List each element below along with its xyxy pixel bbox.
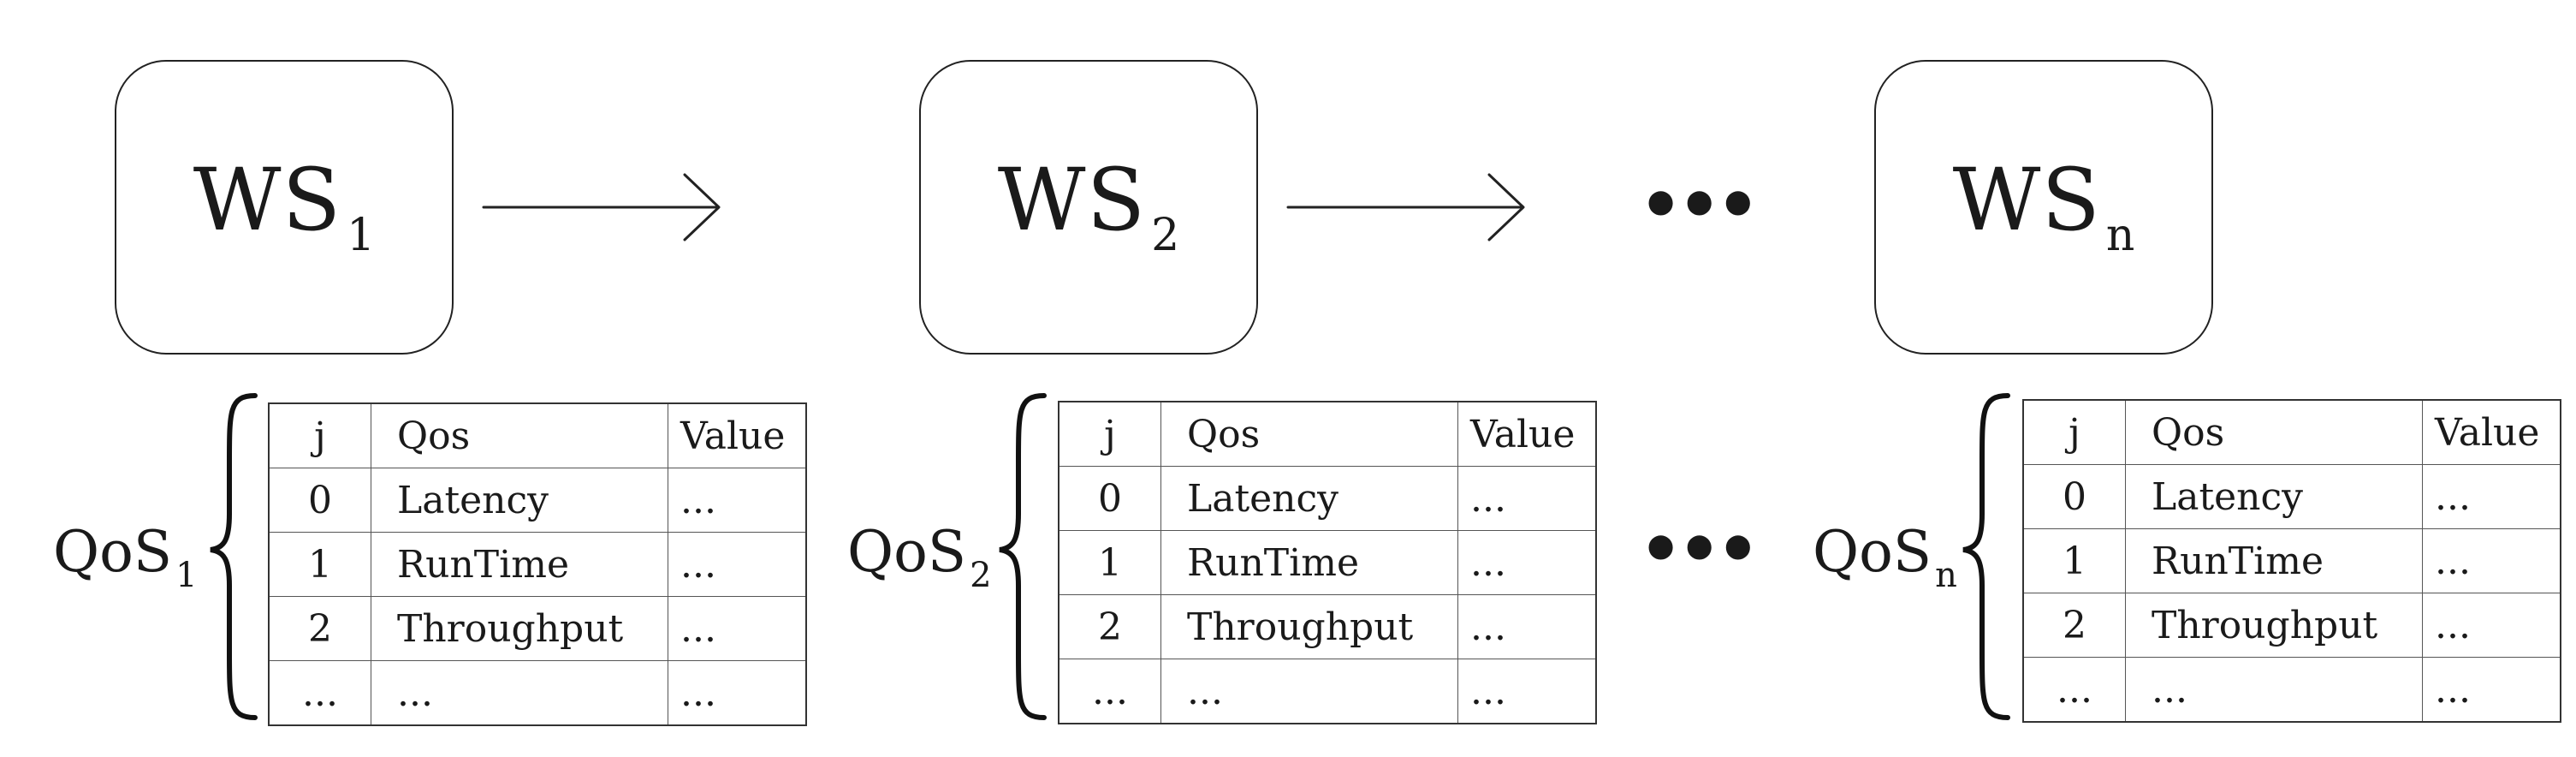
table-row: 1 RunTime ... (1058, 530, 1597, 595)
table-row: ... ... ... (2022, 657, 2561, 723)
cell-qos: ... (1160, 659, 1458, 724)
cell-qos: Latency (2125, 464, 2423, 529)
cell-qos: Throughput (1160, 594, 1458, 659)
cell-value: ... (668, 468, 807, 533)
cell-j: 1 (268, 532, 371, 597)
cell-value: ... (2422, 528, 2561, 593)
table-row: 0 Latency ... (268, 468, 807, 533)
header-j: j (2022, 399, 2126, 465)
table-header-row: j Qos Value (268, 402, 807, 468)
cell-qos: RunTime (371, 532, 668, 597)
cell-j: ... (2022, 657, 2126, 723)
cell-j: 0 (268, 468, 371, 533)
ws-n-name: WS (1952, 149, 2101, 250)
cell-value: ... (668, 660, 807, 726)
cell-j: 1 (2022, 528, 2126, 593)
brace-qos-n (1962, 393, 2010, 720)
arrow-ws2-ellipsis (1286, 173, 1525, 241)
cell-value: ... (1457, 466, 1597, 531)
cell-j: 2 (268, 596, 371, 661)
qos-n-table: j Qos Value 0 Latency ... 1 RunTime ... … (2022, 399, 2561, 723)
cell-qos: RunTime (1160, 530, 1458, 595)
cell-j: 2 (2022, 593, 2126, 658)
table-row: 0 Latency ... (2022, 464, 2561, 529)
qos-n-name: QoS (1813, 519, 1932, 585)
cell-value: ... (1457, 659, 1597, 724)
ellipsis-bottom: ••• (1639, 510, 1760, 589)
table-header-row: j Qos Value (2022, 399, 2561, 465)
qos-1-name: QoS (53, 519, 173, 585)
cell-j: 0 (2022, 464, 2126, 529)
qos-n-subscript: n (1935, 556, 1957, 595)
table-row: 0 Latency ... (1058, 466, 1597, 531)
header-value: Value (1457, 401, 1597, 467)
cell-value: ... (1457, 530, 1597, 595)
qos-2-table: j Qos Value 0 Latency ... 1 RunTime ... … (1058, 401, 1597, 724)
ellipsis-top: ••• (1639, 165, 1760, 245)
ws-n-subscript: n (2105, 209, 2135, 261)
cell-j: 2 (1058, 594, 1161, 659)
header-j: j (1058, 401, 1161, 467)
table-row: 1 RunTime ... (268, 532, 807, 597)
cell-value: ... (2422, 464, 2561, 529)
cell-qos: RunTime (2125, 528, 2423, 593)
header-qos: Qos (1160, 401, 1458, 467)
ws-2-subscript: 2 (1151, 209, 1180, 261)
cell-j: 1 (1058, 530, 1161, 595)
header-qos: Qos (371, 402, 668, 468)
cell-qos: ... (371, 660, 668, 726)
header-j: j (268, 402, 371, 468)
arrow-ws1-ws2 (482, 173, 721, 241)
table-row: 2 Throughput ... (2022, 593, 2561, 658)
cell-qos: Throughput (2125, 593, 2423, 658)
qos-1-subscript: 1 (175, 556, 198, 595)
ws-2-name: WS (997, 149, 1147, 250)
qos-2-subscript: 2 (970, 556, 992, 595)
table-row: ... ... ... (1058, 659, 1597, 724)
ws-1-name: WS (193, 149, 342, 250)
cell-j: 0 (1058, 466, 1161, 531)
cell-qos: Latency (1160, 466, 1458, 531)
brace-qos-2 (999, 393, 1047, 720)
table-row: 2 Throughput ... (268, 596, 807, 661)
header-value: Value (668, 402, 807, 468)
cell-value: ... (668, 596, 807, 661)
cell-j: ... (268, 660, 371, 726)
header-value: Value (2422, 399, 2561, 465)
cell-j: ... (1058, 659, 1161, 724)
brace-qos-1 (210, 393, 258, 720)
table-header-row: j Qos Value (1058, 401, 1597, 467)
qos-1-table: j Qos Value 0 Latency ... 1 RunTime ... … (268, 402, 807, 726)
cell-qos: ... (2125, 657, 2423, 723)
header-qos: Qos (2125, 399, 2423, 465)
cell-qos: Latency (371, 468, 668, 533)
cell-value: ... (2422, 593, 2561, 658)
qos-2-name: QoS (847, 519, 967, 585)
cell-qos: Throughput (371, 596, 668, 661)
cell-value: ... (1457, 594, 1597, 659)
table-row: ... ... ... (268, 660, 807, 726)
cell-value: ... (668, 532, 807, 597)
ws-1-subscript: 1 (347, 209, 376, 261)
table-row: 1 RunTime ... (2022, 528, 2561, 593)
cell-value: ... (2422, 657, 2561, 723)
table-row: 2 Throughput ... (1058, 594, 1597, 659)
